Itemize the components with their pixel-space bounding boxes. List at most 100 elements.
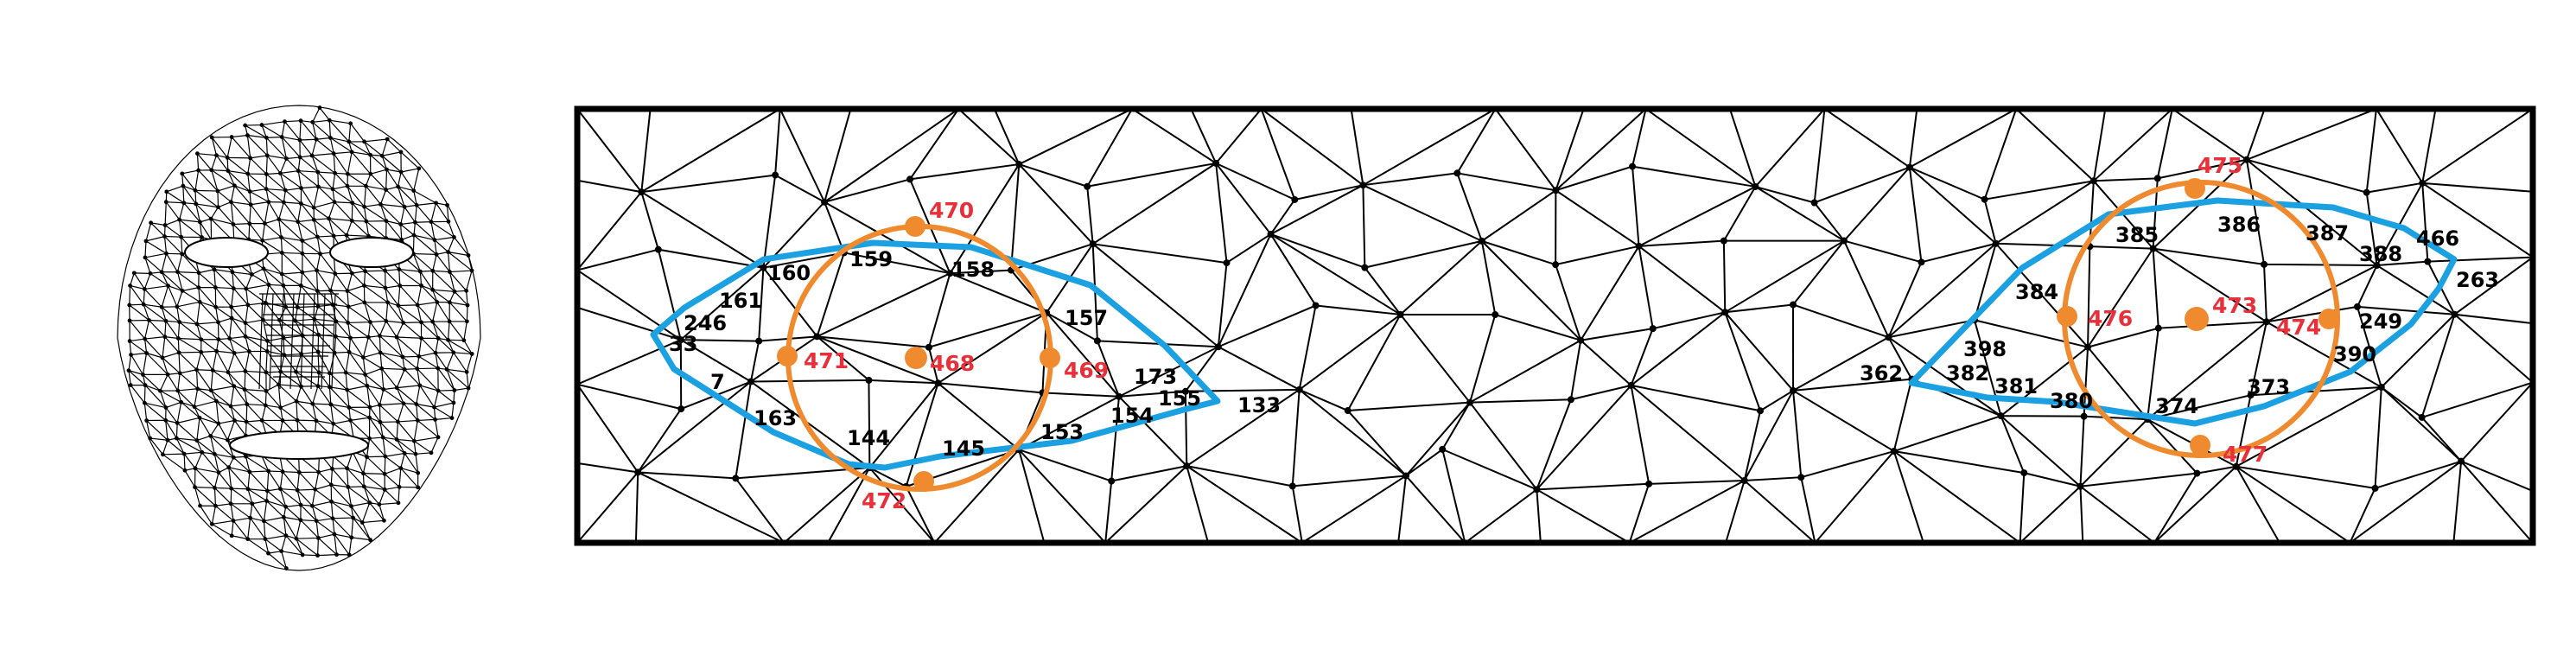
mesh-vertex [1288, 482, 1296, 490]
face-mesh-vertex [414, 402, 419, 406]
face-mesh-vertex [213, 285, 218, 290]
mesh-vertex [1396, 310, 1404, 318]
face-mesh-vertex [315, 289, 320, 294]
face-mesh-vertex [300, 270, 305, 275]
face-mesh-vertex [245, 402, 250, 407]
landmark-label: 160 [767, 261, 811, 285]
face-mesh-vertex [328, 371, 332, 376]
mesh-vertex [1478, 237, 1485, 245]
face-mesh-vertex [127, 318, 132, 323]
face-mesh-vertex [334, 319, 339, 324]
face-mesh-vertex [197, 415, 202, 420]
iris-label: 470 [929, 198, 974, 223]
face-mesh-vertex [328, 288, 333, 293]
face-mesh-vertex [266, 468, 271, 474]
mesh-vertex [1402, 472, 1410, 480]
face-mesh-vertex [263, 221, 267, 226]
face-mesh-vertex [212, 451, 217, 456]
face-mesh-vertex [283, 188, 288, 193]
face-mesh-vertex [213, 398, 219, 404]
mesh-vertex [1108, 477, 1116, 485]
mesh-vertex [2363, 188, 2370, 196]
landmark-label: 386 [2217, 213, 2261, 237]
face-mesh-vertex [430, 287, 436, 292]
face-mesh-vertex [143, 336, 148, 341]
face-mesh-vertex [411, 233, 417, 238]
face-mesh-vertex [229, 533, 234, 538]
face-mesh-vertex [278, 405, 283, 410]
face-mesh-vertex [227, 336, 232, 341]
face-mesh-vertex [196, 271, 201, 276]
face-mesh-vertex [164, 189, 169, 194]
mesh-vertex [1084, 182, 1091, 190]
face-mesh-vertex [433, 417, 438, 422]
face-mesh-vertex [216, 337, 221, 342]
face-mesh-vertex [147, 318, 151, 322]
mesh-vertex [865, 376, 873, 384]
landmark-label: 362 [1860, 361, 1903, 385]
mesh-vertex [1577, 336, 1585, 344]
landmark-label: 159 [849, 247, 893, 271]
face-mesh-vertex [264, 187, 269, 192]
mesh-vertex [1635, 242, 1643, 250]
mesh-vertex [1015, 161, 1023, 169]
mesh-vertex [1885, 334, 1892, 341]
face-mesh-vertex [296, 220, 301, 224]
face-mesh-vertex [177, 371, 182, 376]
face-mesh-vertex [196, 168, 201, 173]
face-mesh-vertex [436, 366, 441, 371]
face-mesh-vertex [377, 502, 382, 507]
face-mesh-vertex [180, 171, 185, 176]
face-mesh-vertex [277, 170, 283, 175]
face-mesh-vertex [327, 118, 332, 123]
mesh-vertex [1890, 448, 1898, 456]
face-mesh-vertex [229, 304, 234, 309]
face-mesh-vertex [334, 334, 338, 339]
face-mesh-vertex [295, 487, 300, 493]
face-mesh-vertex [283, 304, 289, 309]
face-mesh-vertex [411, 188, 417, 193]
face-mesh-vertex [144, 351, 149, 355]
face-mesh-vertex [280, 469, 285, 475]
face-mesh-vertex [343, 370, 348, 375]
face-mesh-vertex [436, 388, 441, 393]
mesh-vertex [1533, 486, 1541, 494]
face-mesh-vertex [310, 401, 315, 406]
face-mesh-vertex [394, 385, 399, 391]
face-mesh-vertex [434, 252, 439, 257]
mesh-vertex [772, 171, 779, 179]
mesh-vertex [1629, 162, 1637, 170]
face-mesh-vertex [362, 139, 366, 144]
face-mesh-vertex [160, 355, 165, 360]
face-mesh-vertex [464, 369, 469, 374]
iris-point-470 [905, 216, 925, 237]
face-mesh-vertex [415, 303, 420, 308]
mesh-edges [577, 109, 2533, 543]
mesh-vertex [1093, 337, 1101, 345]
face-mesh-vertex [385, 167, 389, 172]
face-mesh-vertex [360, 471, 366, 476]
face-mesh-vertex [416, 470, 421, 475]
face-mesh-vertex [298, 201, 303, 206]
face-mesh-vertex [364, 219, 369, 224]
face-mesh-vertex [277, 487, 283, 491]
face-mesh-thumbnail [117, 105, 481, 571]
mesh-vertex [2080, 412, 2088, 420]
mesh-vertex [925, 343, 932, 351]
face-mesh-vertex [344, 233, 349, 238]
mesh-vertex [934, 379, 942, 387]
face-mesh-vertex [396, 184, 400, 189]
face-mesh-vertex [434, 201, 438, 206]
iris-point-468 [905, 347, 927, 369]
face-mesh-vertex [228, 404, 233, 409]
face-mesh-vertex [446, 337, 450, 342]
face-mesh-vertex [362, 204, 366, 209]
face-mesh-vertex [226, 437, 230, 443]
face-mesh-vertex [149, 220, 153, 226]
mesh-vertex [1183, 462, 1191, 470]
mesh-vertex [1361, 264, 1369, 271]
face-mesh-vertex [317, 105, 322, 110]
mesh-vertex [2232, 462, 2240, 470]
face-mesh-vertex [294, 369, 298, 374]
face-mesh-vertex [398, 222, 404, 226]
